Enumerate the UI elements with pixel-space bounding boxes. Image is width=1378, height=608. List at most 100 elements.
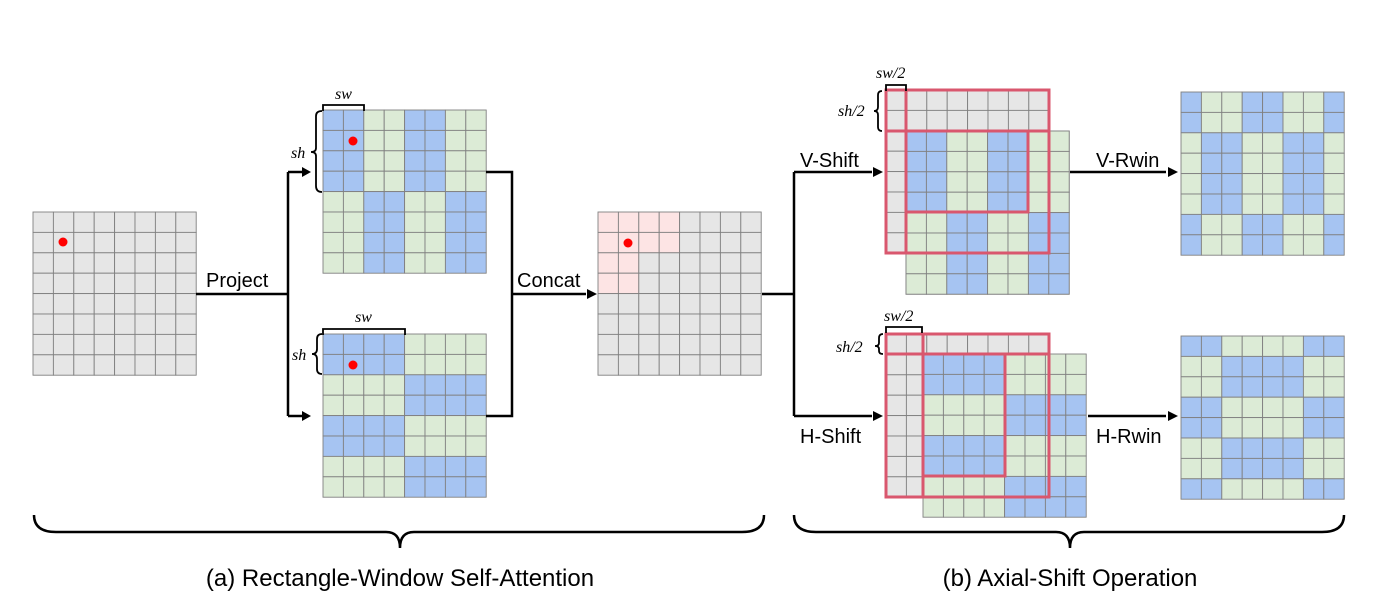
grid-cell (1065, 435, 1087, 457)
grid-cell (383, 252, 406, 274)
grid-cell (1200, 111, 1223, 134)
grid-cell (1065, 373, 1087, 396)
grid-cell (617, 211, 640, 233)
grid-cell (383, 333, 406, 355)
grid-cell (1221, 396, 1243, 419)
grid-cell (1221, 213, 1243, 236)
grid-cell (1221, 193, 1243, 215)
grid-cell (946, 333, 969, 355)
v-shift-grid (885, 89, 1070, 295)
grid-cell (983, 455, 1006, 477)
grid-cell (1024, 373, 1046, 396)
grid-cell (154, 272, 177, 295)
grid-cell (942, 353, 965, 375)
grid-cell (342, 415, 365, 437)
grid-cell (342, 455, 365, 478)
grid-cell (73, 354, 95, 376)
grid-cell (1200, 396, 1223, 419)
grid-cell (322, 231, 344, 254)
grid-cell (1262, 355, 1284, 378)
caption-a: (a) Rectangle-Window Self-Attention (206, 565, 594, 592)
grid-cell (175, 313, 197, 335)
grid-cell (383, 394, 406, 417)
grid-cell (987, 109, 1009, 132)
grid-cell (465, 109, 487, 131)
grid-cell (885, 150, 907, 173)
grid-cell (363, 211, 385, 233)
grid-cell (719, 272, 742, 295)
grid-cell (465, 455, 487, 478)
grid-cell (404, 231, 426, 254)
grid-cell (322, 374, 344, 396)
grid-cell (1323, 335, 1345, 357)
grid-cell (1007, 109, 1030, 132)
grid-cell (1241, 335, 1264, 357)
grid-cell (1180, 213, 1202, 236)
grid-cell (617, 272, 640, 295)
grid-cell (1302, 335, 1325, 357)
grid-cell (444, 109, 467, 131)
grid-cell (963, 373, 985, 396)
grid-cell (1221, 173, 1243, 195)
grid-cell (1048, 273, 1070, 295)
arrowhead-icon (587, 289, 597, 299)
grid-cell (1180, 376, 1202, 398)
grid-cell (740, 272, 762, 295)
grid-cell (1221, 91, 1243, 113)
grid-cell (1027, 150, 1050, 173)
grid-cell (1323, 234, 1345, 256)
v-shift-label: V-Shift (800, 150, 859, 172)
grid-cell (740, 231, 762, 254)
grid-cell (983, 353, 1006, 375)
grid-cell (922, 353, 944, 375)
grid-cell (465, 231, 487, 254)
grid-cell (465, 394, 487, 417)
grid-cell (1180, 417, 1202, 439)
grid-cell (32, 333, 54, 356)
grid-cell (987, 333, 1009, 355)
grid-cell (658, 333, 681, 356)
grid-cell (1282, 152, 1304, 175)
grid-cell (1241, 417, 1264, 439)
grid-cell (1262, 437, 1284, 459)
grid-cell (1262, 478, 1284, 500)
grid-cell (658, 231, 681, 254)
grid-cell (925, 212, 948, 234)
grid-cell (699, 313, 721, 335)
grid-cell (963, 496, 985, 518)
grid-cell (1302, 457, 1325, 480)
grid-cell (154, 354, 177, 376)
grid-cell (1323, 91, 1345, 113)
grid-cell (1065, 475, 1087, 498)
arrowhead-icon (1168, 167, 1178, 177)
grid-cell (322, 252, 344, 274)
query-dot-horizontal (348, 360, 358, 370)
grid-cell (93, 333, 116, 356)
grid-cell (134, 272, 156, 295)
sw-bracket-vertical (322, 104, 365, 111)
h-rwin-result-grid (1180, 335, 1345, 500)
grid-cell (946, 273, 968, 295)
grid-cell (740, 252, 762, 274)
grid-cell (1027, 130, 1050, 152)
grid-cell (444, 170, 467, 193)
grid-cell (740, 333, 762, 356)
grid-cell (963, 475, 985, 498)
grid-cell (175, 354, 197, 376)
sh-bracket-horizontal (311, 333, 323, 375)
grid-cell (363, 333, 385, 355)
grid-cell (444, 476, 467, 498)
grid-cell (1282, 396, 1304, 419)
query-dot-input (58, 237, 68, 247)
grid-cell (154, 211, 177, 233)
grid-cell (465, 129, 487, 152)
grid-cell (1200, 132, 1223, 154)
grid-cell (905, 212, 927, 234)
grid-cell (966, 273, 989, 295)
grid-cell (1302, 376, 1325, 398)
grid-cell (987, 232, 1009, 254)
grid-cell (1180, 111, 1202, 134)
grid-cell (342, 231, 365, 254)
grid-cell (404, 476, 426, 498)
grid-cell (32, 293, 54, 315)
